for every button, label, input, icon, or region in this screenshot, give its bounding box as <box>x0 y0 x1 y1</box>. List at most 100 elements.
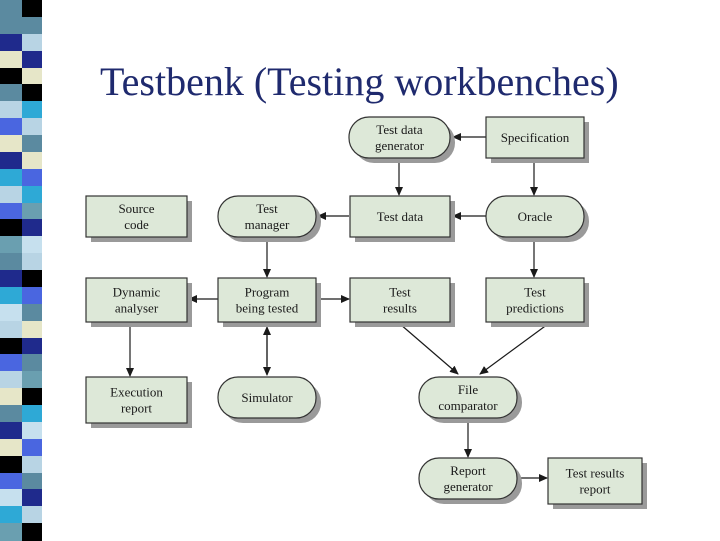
stripe-cell <box>22 101 42 119</box>
stripe-cell <box>0 489 22 507</box>
stripe-cell <box>0 151 22 170</box>
stripe-cell <box>0 135 22 153</box>
node-simulator: Simulator <box>217 376 321 423</box>
stripe-cell <box>0 354 22 372</box>
stripe-cell <box>0 506 22 524</box>
node-box <box>485 116 585 159</box>
node-label: Execution <box>110 385 163 400</box>
node-label: Report <box>450 463 486 478</box>
stripe-cell <box>0 303 22 322</box>
node-box <box>348 116 451 159</box>
node-box <box>547 457 643 505</box>
node-box <box>85 376 188 424</box>
stripe-cell <box>22 253 42 271</box>
stripe-cell <box>0 438 22 457</box>
node-label: File <box>458 382 478 397</box>
stripe-cell <box>22 472 42 490</box>
stripe-cell <box>0 50 22 68</box>
arrows <box>126 133 549 482</box>
stripe-cell <box>0 101 22 119</box>
node-label: results <box>383 301 417 316</box>
stripe-cell <box>22 438 42 457</box>
stripe-cell <box>0 202 22 220</box>
stripe-cell <box>0 405 22 423</box>
stripe-cell <box>22 489 42 507</box>
node-label: Test <box>256 201 278 216</box>
stripe-cell <box>0 168 22 187</box>
node-label: Test <box>524 285 546 300</box>
stripe-cell <box>22 219 42 237</box>
stripe-cell <box>22 118 42 136</box>
stripe-cell <box>0 337 22 355</box>
node-label: Test <box>389 285 411 300</box>
stripe-cell <box>22 388 42 406</box>
stripe-cell <box>0 33 22 52</box>
stripe-cell <box>22 506 42 524</box>
stripe-cell <box>0 67 22 85</box>
stripe-cell <box>22 405 42 423</box>
stripe-cell <box>0 236 22 254</box>
stripe-cell <box>22 421 42 440</box>
stripe-cell <box>0 16 22 35</box>
stripe-cell <box>22 455 42 473</box>
node-box <box>485 195 585 238</box>
node-box <box>217 376 317 419</box>
stripe-cell <box>22 371 42 389</box>
node-label: Source <box>118 201 154 216</box>
node-specification: Specification <box>485 116 589 163</box>
flow-arrow <box>399 323 459 375</box>
stripe-cell <box>22 320 42 338</box>
decorative-stripe <box>0 0 64 541</box>
flow-arrow <box>479 323 549 375</box>
node-label: generator <box>375 138 425 153</box>
stripe-cell <box>0 253 22 271</box>
node-label: report <box>121 401 152 416</box>
stripe-cell <box>22 337 42 355</box>
stripe-cell <box>22 303 42 322</box>
stripe-cell <box>0 0 22 18</box>
node-box <box>418 376 518 419</box>
stripe-cell <box>0 472 22 490</box>
stripe-cell <box>0 371 22 389</box>
stripe-cell <box>0 455 22 473</box>
node-label: Test data <box>377 209 424 224</box>
stripe-cell <box>22 523 42 541</box>
stripe-cell <box>22 67 42 85</box>
node-box <box>349 195 451 238</box>
node-label: comparator <box>438 398 498 413</box>
node-label: manager <box>245 217 290 232</box>
stripe-cell <box>22 185 42 203</box>
node-label: being tested <box>236 301 299 316</box>
stripe-cell <box>22 202 42 220</box>
stripe-cell <box>22 151 42 170</box>
node-box <box>418 457 518 500</box>
node-label: Program <box>245 285 290 300</box>
node-label: Test results <box>566 466 625 481</box>
node-label: Specification <box>501 130 570 145</box>
node-box <box>217 277 317 323</box>
stripe-cell <box>22 168 42 187</box>
stripe-cell <box>0 185 22 203</box>
slide-title: Testbenk (Testing workbenches) <box>100 59 619 104</box>
stripe-cell <box>22 354 42 372</box>
stripe-cell <box>22 135 42 153</box>
stripe-cell <box>0 118 22 136</box>
stripe-cell <box>0 523 22 541</box>
node-label: generator <box>443 479 493 494</box>
node-label: Dynamic <box>113 285 161 300</box>
node-label: code <box>124 217 149 232</box>
node-box <box>349 277 451 323</box>
stripe-cell <box>22 16 42 35</box>
